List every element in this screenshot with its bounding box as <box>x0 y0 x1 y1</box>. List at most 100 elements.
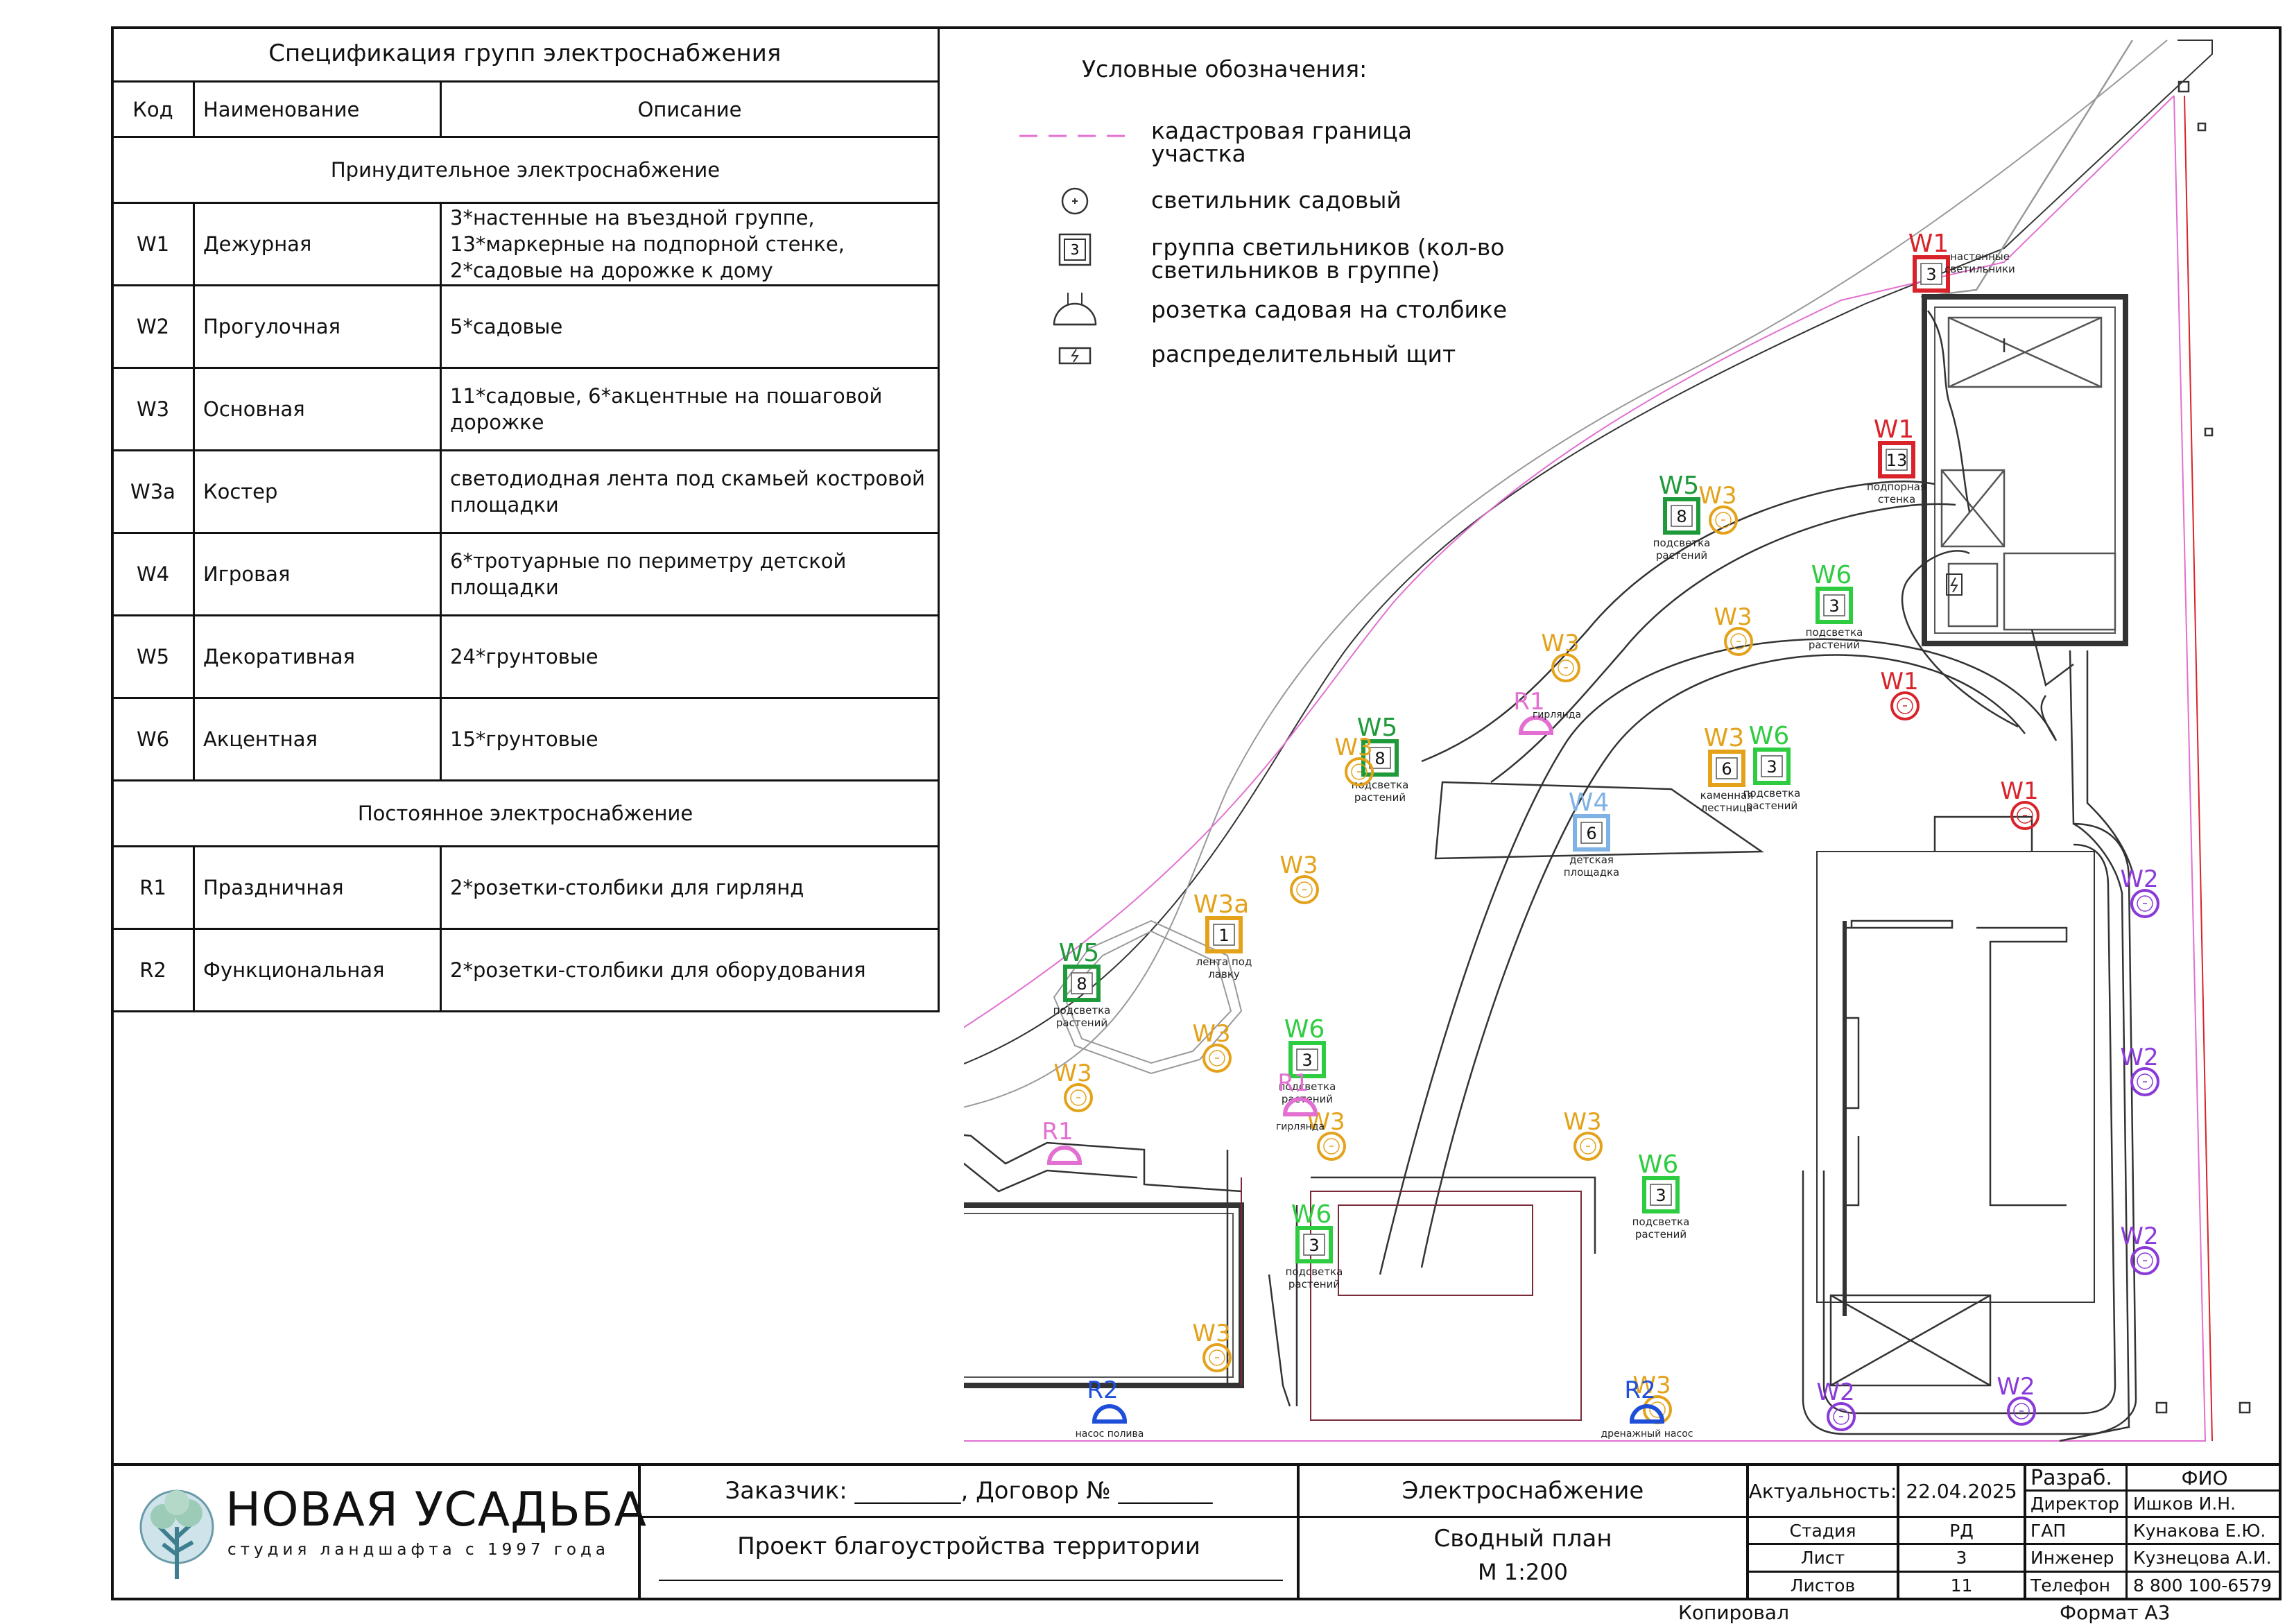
cadastral-line-icon <box>1019 135 1130 137</box>
group-note: подсветка <box>1806 626 1863 639</box>
group-count: 3 <box>1829 596 1839 616</box>
light-label: W1 <box>2000 777 2038 805</box>
socket-label: R2 <box>1624 1376 1655 1404</box>
legend-group-sample: 3 <box>1071 241 1080 258</box>
socket-note: насос полива <box>1076 1428 1144 1440</box>
legend: Условные обозначения: кадастровая границ… <box>999 55 1567 388</box>
name-engineer: Кузнецова А.И. <box>2133 1548 2272 1568</box>
spec-desc-line: 2*розетки-столбики для гирлянд <box>450 876 804 899</box>
light-label: W3 <box>1563 1108 1601 1136</box>
spec-header-code: Код <box>111 80 195 138</box>
name-developer: ФИО <box>2181 1466 2228 1489</box>
stage-value: РД <box>1949 1520 1974 1541</box>
spec-desc-line: 2*розетки-столбики для оборудования <box>450 958 866 982</box>
garden-light-marker: W3 <box>1334 734 1374 786</box>
light-label: W3 <box>1334 734 1372 761</box>
light-label: W3 <box>1192 1020 1230 1048</box>
spec-desc-line: площадки <box>450 493 559 517</box>
group-label: W1 <box>1874 415 1915 444</box>
spec-name: Декоративная <box>193 614 442 699</box>
group-note: стенка <box>1878 493 1915 506</box>
group-count: 1 <box>1218 926 1229 945</box>
spec-desc-line: 5*садовые <box>450 315 563 338</box>
light-label: W3 <box>1541 630 1579 657</box>
garden-light-marker: W3 <box>1192 1320 1232 1372</box>
group-label: W5 <box>1059 939 1100 967</box>
distribution-board-icon <box>1058 347 1092 365</box>
group-count: 3 <box>1655 1186 1666 1205</box>
section-forced-cell: Принудительное электроснабжение <box>110 136 940 204</box>
garden-light-marker: W3 <box>1541 630 1580 682</box>
garden-light-marker: W1 <box>2000 777 2039 830</box>
customer-contract: Заказчик: _________, Договор № ________ <box>725 1477 1213 1505</box>
spec-code: R1 <box>111 845 195 930</box>
sheets-label: Листов <box>1790 1575 1856 1596</box>
light-label: W3 <box>1714 603 1752 631</box>
actuality-label: Актуальность: <box>1748 1479 1897 1503</box>
sheet-title: Сводный план <box>1433 1525 1612 1553</box>
group-count: 3 <box>1309 1236 1319 1255</box>
spec-desc-line: 11*садовые, 6*акцентные на пошаговой <box>450 384 883 408</box>
group-label: W6 <box>1284 1015 1325 1044</box>
section-name: Электроснабжение <box>1402 1477 1644 1505</box>
garden-light-marker: W2 <box>1816 1379 1856 1431</box>
group-note: подсветка <box>1053 1004 1111 1017</box>
light-label: W3 <box>1279 852 1318 879</box>
socket-label: R1 <box>1277 1069 1309 1097</box>
spec-name: Костер <box>193 449 442 534</box>
group-label: W6 <box>1291 1200 1332 1229</box>
group-count: 3 <box>1926 265 1936 284</box>
group-note: подсветка <box>1653 537 1711 549</box>
spec-desc-line: 6*тротуарные по периметру детской <box>450 549 847 573</box>
group-note: растений <box>1809 639 1860 651</box>
spec-desc: 24*грунтовые <box>439 614 940 699</box>
group-count: 13 <box>1886 451 1908 470</box>
section-forced: Принудительное электроснабжение <box>110 136 940 204</box>
spec-code: W3a <box>111 449 195 534</box>
spec-code: W2 <box>111 284 195 369</box>
spec-code: W4 <box>111 532 195 616</box>
garden-light-marker: W3 <box>1279 852 1319 904</box>
group-label: W1 <box>1908 230 1949 258</box>
spec-desc-line: 2*садовые на дорожке к дому <box>450 259 773 282</box>
group-label: W3 <box>1704 724 1745 752</box>
group-note: растений <box>1288 1278 1340 1290</box>
garden-light-marker: W1 <box>1880 668 1920 720</box>
group-note: настенные <box>1950 250 2010 263</box>
spec-desc: 11*садовые, 6*акцентные на пошаговой доро… <box>439 367 940 451</box>
spec-desc: 15*грунтовые <box>439 697 940 781</box>
spec-desc: 3*настенные на въездной группе,13*маркер… <box>439 202 940 286</box>
role-developer: Разраб. <box>2030 1465 2112 1490</box>
group-label: W5 <box>1357 714 1398 742</box>
spec-desc-line: дорожке <box>450 411 544 434</box>
spec-name: Праздничная <box>193 845 442 930</box>
spec-code: W3 <box>111 367 195 451</box>
garden-light-marker: W2 <box>2120 1044 2159 1096</box>
spec-name: Дежурная <box>193 202 442 286</box>
sheets-value: 11 <box>1950 1575 1973 1596</box>
title-block: НОВАЯ УСАДЬБА студия ландшафта с 1997 го… <box>111 1463 2282 1600</box>
role-gap: ГАП <box>2030 1520 2067 1541</box>
name-gap: Кунакова Е.Ю. <box>2133 1520 2266 1541</box>
actuality-value: 22.04.2025 <box>1906 1479 2017 1503</box>
light-label: W1 <box>1880 668 1918 696</box>
garden-light-marker: W3 <box>1053 1060 1093 1112</box>
light-label: W2 <box>2120 1044 2158 1071</box>
